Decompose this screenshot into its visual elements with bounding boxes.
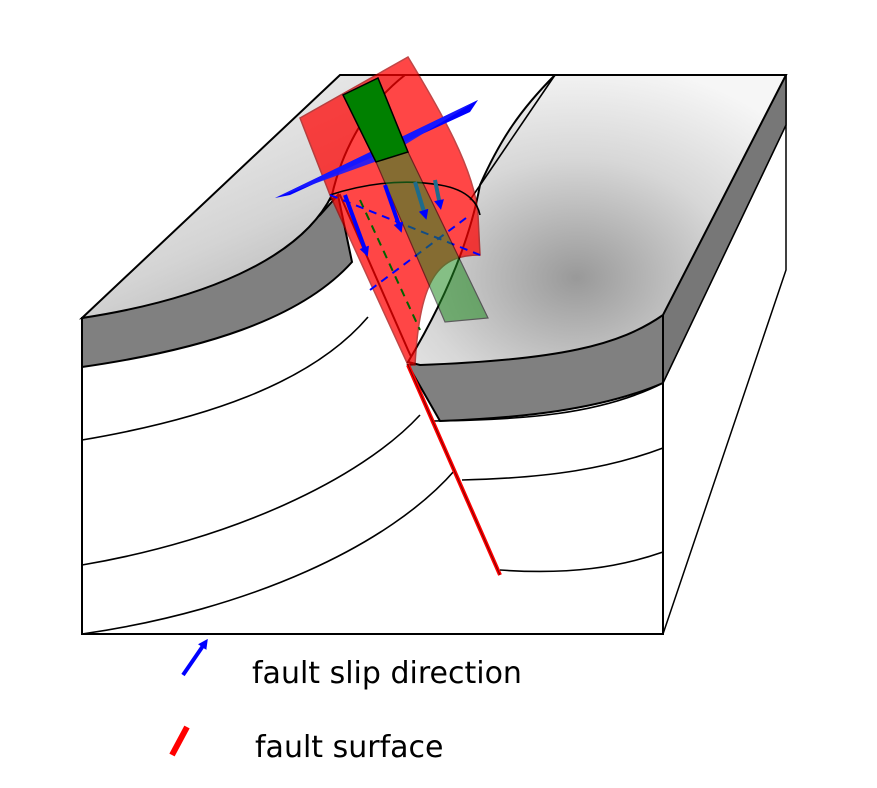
green-plane bbox=[341, 76, 489, 331]
block-right-face bbox=[662, 74, 787, 635]
slip-arrow-3 bbox=[413, 181, 429, 220]
legend-item-slip: fault slip direction bbox=[181, 638, 522, 691]
slip-arrows bbox=[343, 179, 444, 257]
legend-label-slip: fault slip direction bbox=[252, 656, 522, 691]
blue-arrow-icon bbox=[181, 638, 208, 677]
slip-arrow-2 bbox=[383, 184, 404, 233]
legend: fault slip direction fault surface bbox=[169, 638, 522, 765]
legend-item-fault: fault surface bbox=[169, 725, 443, 765]
slip-arrow-4 bbox=[433, 179, 444, 210]
slip-arrow-1 bbox=[343, 194, 369, 257]
legend-label-fault: fault surface bbox=[255, 730, 443, 765]
red-line-icon bbox=[169, 725, 190, 757]
